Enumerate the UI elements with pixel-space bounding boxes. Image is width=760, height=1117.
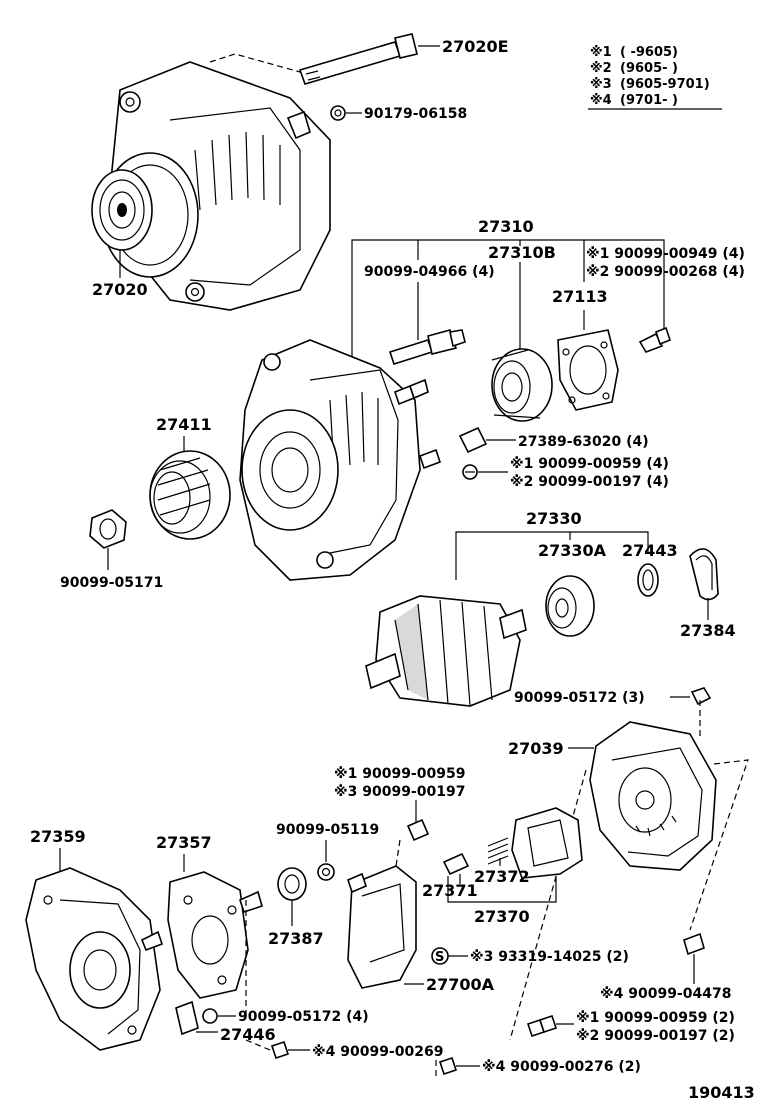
label-27310B: 27310B <box>488 243 556 262</box>
rotor-illustration <box>365 548 719 707</box>
label-27387: 27387 <box>268 929 324 948</box>
label-90099-00197-b: ※3 90099-00197 <box>334 784 465 800</box>
legend-range-3: (9605-9701) <box>620 77 710 92</box>
label-27371: 27371 <box>422 881 478 900</box>
drive-end-frame-illustration <box>239 262 671 581</box>
legend: ※1 ( -9605) ※2 (9605- ) ※3 (9605-9701) ※… <box>588 45 722 110</box>
rear-frame-illustration <box>25 867 164 1051</box>
label-90099-00197-2: ※2 90099-00197 (2) <box>576 1028 735 1044</box>
label-90099-00197-4: ※2 90099-00197 (4) <box>510 474 669 490</box>
label-27411: 27411 <box>156 415 212 434</box>
label-90099-05171: 90099-05171 <box>60 575 163 591</box>
figure-id: 190413 <box>688 1083 755 1102</box>
s-mark: S <box>435 950 444 965</box>
nut-illustration <box>89 509 127 549</box>
label-27020: 27020 <box>92 280 148 299</box>
label-90099-05172-3: 90099-05172 (3) <box>514 690 645 706</box>
legend-range-4: (9701- ) <box>620 93 678 108</box>
label-27113: 27113 <box>552 287 608 306</box>
legend-range-2: (9605- ) <box>620 61 678 76</box>
label-27020E: 27020E <box>442 37 509 56</box>
label-27443: 27443 <box>622 541 678 560</box>
pulley-illustration <box>149 450 231 540</box>
label-90099-00276: ※4 90099-00276 (2) <box>482 1059 641 1075</box>
label-27446: 27446 <box>220 1025 276 1044</box>
rear-cover-illustration <box>589 721 717 871</box>
legend-row-3: ※3 <box>590 77 612 92</box>
legend-row-2: ※2 <box>590 61 612 76</box>
label-27372: 27372 <box>474 867 530 886</box>
label-93319-14025: ※3 93319-14025 (2) <box>470 949 629 965</box>
brush-holder-illustration <box>442 807 583 879</box>
label-27330A: 27330A <box>538 541 607 560</box>
legend-row-1: ※1 <box>590 45 612 60</box>
label-27389-63020: 27389-63020 (4) <box>518 434 649 450</box>
label-27357: 27357 <box>156 833 212 852</box>
label-27330: 27330 <box>526 509 582 528</box>
label-90099-04966: 90099-04966 (4) <box>364 264 495 280</box>
label-90099-00959-2: ※1 90099-00959 (2) <box>576 1010 735 1026</box>
legend-row-4: ※4 <box>590 93 612 108</box>
bushing-illustration <box>277 867 307 901</box>
label-90179-06158: 90179-06158 <box>364 106 467 122</box>
label-27370: 27370 <box>474 907 530 926</box>
regulator-illustration <box>347 865 417 989</box>
label-27700A: 27700A <box>426 975 495 994</box>
alternator-assembly-illustration <box>91 33 418 311</box>
label-27310: 27310 <box>478 217 534 236</box>
label-90099-04478: ※4 90099-04478 <box>600 986 731 1002</box>
label-27359: 27359 <box>30 827 86 846</box>
label-90099-00959-b: ※1 90099-00959 <box>334 766 465 782</box>
label-27384: 27384 <box>680 621 736 640</box>
label-90099-05119: 90099-05119 <box>276 822 379 838</box>
label-90099-00949: ※1 90099-00949 (4) <box>586 246 745 262</box>
label-27039: 27039 <box>508 739 564 758</box>
rectifier-illustration <box>167 871 263 999</box>
legend-range-1: ( -9605) <box>620 45 678 60</box>
label-90099-00268: ※2 90099-00268 (4) <box>586 264 745 280</box>
label-90099-00959-4: ※1 90099-00959 (4) <box>510 456 669 472</box>
label-90099-00269: ※4 90099-00269 <box>312 1044 443 1060</box>
label-90099-05172-4: 90099-05172 (4) <box>238 1009 369 1025</box>
